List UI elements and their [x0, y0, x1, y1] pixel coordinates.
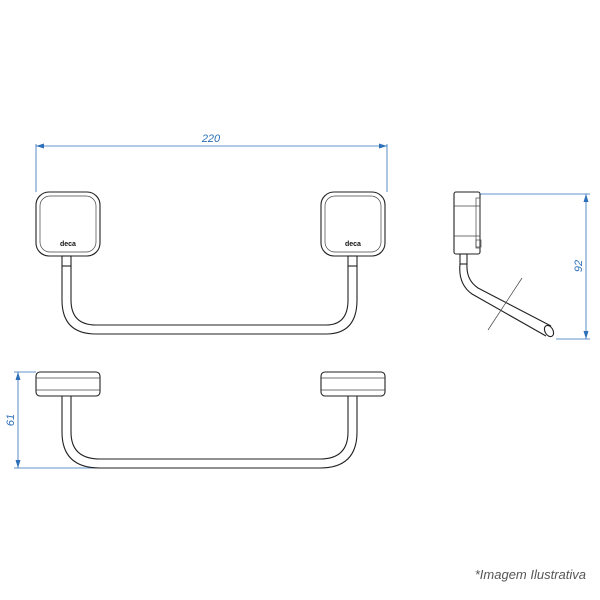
left-brand-logo: deca — [60, 241, 76, 248]
side-mount-profile — [453, 191, 482, 255]
width-dimension-label: 220 — [201, 133, 221, 145]
right-wall-mount: deca — [320, 191, 386, 257]
front-view: 220 deca deca — [35, 133, 388, 335]
right-brand-logo: deca — [345, 241, 361, 248]
front-stems — [61, 255, 358, 267]
front-towel-bar — [61, 266, 358, 335]
top-towel-bar — [61, 396, 358, 469]
width-dimension: 220 — [35, 133, 388, 192]
illustrative-caption: *Imagem Ilustrativa — [474, 567, 586, 582]
top-left-mount — [35, 371, 101, 397]
height-dimension-label: 92 — [573, 260, 585, 272]
depth-dimension-label: 61 — [5, 414, 17, 426]
height-dimension: 92 — [480, 193, 590, 340]
depth-dimension: 61 — [5, 371, 100, 469]
top-view: 61 — [5, 371, 386, 469]
left-wall-mount: deca — [35, 191, 101, 257]
side-arm — [459, 253, 555, 338]
top-right-mount — [320, 371, 386, 397]
side-view: 92 — [453, 191, 590, 340]
